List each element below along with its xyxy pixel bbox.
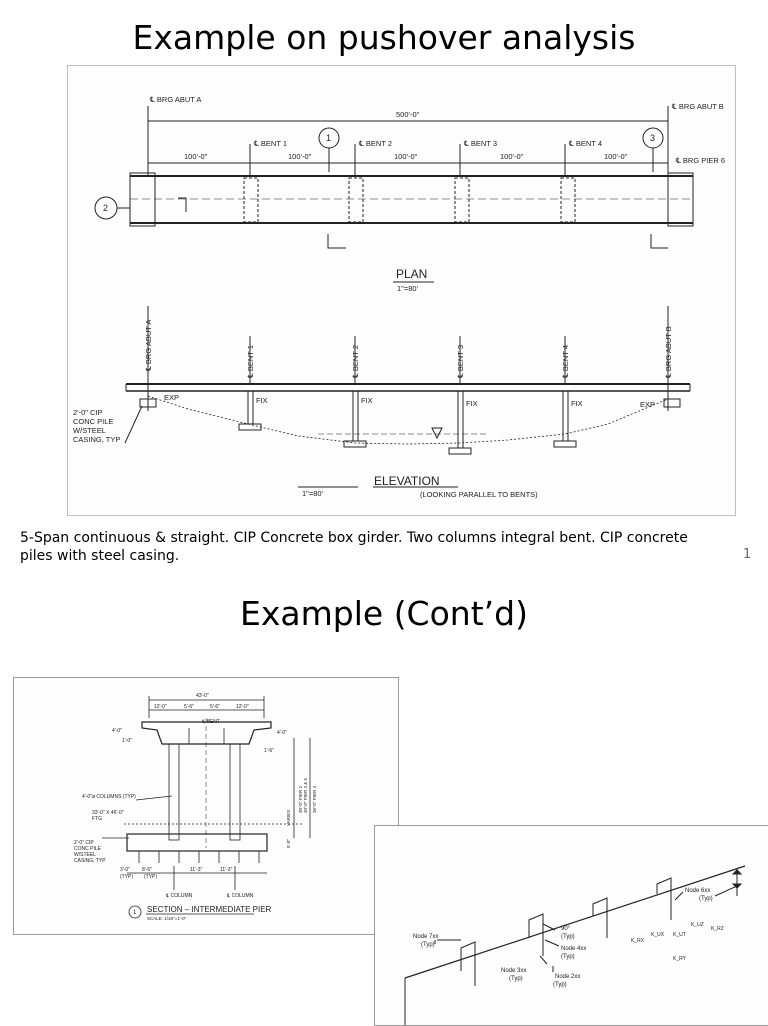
bent-label: ℄ BENT 2 [358,139,392,148]
node-3-label: Node 3xx [501,968,526,974]
section-title: SECTION – INTERMEDIATE PIER [147,905,272,914]
plan-title: PLAN [396,267,427,281]
analytical-model-svg: Node 7xx (Typ) Node 3xx (Typ) Node 2xx (… [404,865,746,1025]
spring-label: K_RZ [711,926,724,932]
plan-scale: 1"=80' [397,284,419,293]
vertical-dim: 40'-0" PIER 3 & 5 [303,778,308,813]
angle-typ: (Typ) [561,934,575,940]
section-marker: 2 [103,203,108,213]
elev-vertical-label: ℄ BENT 2 [351,345,360,379]
fix-label: FIX [571,399,583,408]
elevation-looking-note: (LOOKING PARALLEL TO BENTS) [420,490,538,499]
exp-label: EXP [640,400,655,409]
ftg-note-line: FTG [92,816,102,822]
intermediate-pier-section-drawing: 43'-0" 12'-0" 5'-6" 5'-6" 12'-0" ℄ BENT … [13,677,399,935]
column-note: 4'-0"ø COLUMNS (TYP) [82,794,136,800]
node-3-typ: (Typ) [509,976,523,982]
slide-caption: 5-Span continuous & straight. CIP Concre… [20,530,688,564]
vertical-dim: 30'-0" PIER 2 [298,786,303,813]
ftg-note-line: 33'-0" X 46'-0" [92,810,124,816]
node-4-label: Node 4xx [561,946,586,952]
plan-elevation-drawing: ℄ BRG ABUT A ℄ BRG ABUT B ℄ BRG PIER 6 5… [67,65,736,516]
bottom-dim: 3'-0" [120,867,130,873]
fix-label: FIX [466,399,478,408]
brg-abut-a-label: ℄ BRG ABUT A [149,95,201,104]
deck-dim: 5'-6" [184,704,194,710]
fix-label: FIX [256,396,268,405]
pile-note-line: CONC PILE [74,846,102,852]
elevation-scale: 1"=80' [302,489,324,498]
pile-note-line: CASING, TYP [74,858,106,864]
section-marker: 1 [326,133,331,143]
elevation-title: ELEVATION [374,474,440,488]
elev-vertical-label: ℄ BENT 1 [246,345,255,379]
span-dim: 100'-0" [288,152,312,161]
analytical-model-drawing: Node 7xx (Typ) Node 3xx (Typ) Node 2xx (… [374,825,768,1026]
pile-note-line: W/STEEL [74,852,96,858]
pile-note-line: 2'-0" CIP [74,840,94,846]
pier-section-svg: 43'-0" 12'-0" 5'-6" 5'-6" 12'-0" ℄ BENT … [74,693,317,921]
overall-width-dim: 43'-0" [196,693,209,699]
right-dim: 4'-0" [277,730,287,736]
ftg-depth-dim: 5'-0" [286,839,291,848]
node-7-label: Node 7xx [413,934,438,940]
left-dim: 1'-0" [122,738,132,744]
brg-pier-6-label: ℄ BRG PIER 6 [675,156,725,165]
deck-dim: 12'-0" [154,704,167,710]
fix-label: FIX [361,396,373,405]
span-dim: 100'-0" [184,152,208,161]
angle-label: 90° [561,926,571,932]
bottom-dim: 8'-6" [142,867,152,873]
plan-elevation-svg: ℄ BRG ABUT A ℄ BRG ABUT B ℄ BRG PIER 6 5… [73,95,725,499]
bottom-dim: 11'-3" [190,867,203,873]
varies-label: VARIES [286,810,291,826]
spring-label: K_RX [631,938,645,944]
slide-title: Example (Cont’d) [240,594,528,633]
node-7-typ: (Typ) [421,942,435,948]
span-dim: 100'-0" [394,152,418,161]
elev-vertical-label: ℄ BENT 3 [456,345,465,379]
elev-vertical-label: ℄ BENT 4 [561,345,570,379]
node-2-label: Node 2xx [555,974,580,980]
spring-label: K_RY [673,956,687,962]
pile-note-line: CONC PILE [73,417,113,426]
deck-dim: 5'-6" [210,704,220,710]
spring-label: K_UT [673,932,686,938]
typ-label: (TYP) [120,874,133,880]
elev-vertical-label: ℄ BRG ABUT B [664,326,673,379]
page-number: 1 [743,547,752,562]
bent-label: ℄ BENT [201,719,220,725]
bottom-dim: 11'-3" [220,867,233,873]
vertical-dim: 36'-0" PIER 4 [312,786,317,813]
deck-dim: 12'-0" [236,704,249,710]
pile-note-line: CASING, TYP [73,435,120,444]
column-label: ℄ COLUMN [165,893,193,899]
pile-note-line: W/STEEL [73,426,106,435]
slide-title: Example on pushover analysis [132,18,636,57]
total-length-dim: 500'-0" [396,110,420,119]
bent-label: ℄ BENT 1 [253,139,287,148]
span-dim: 100'-0" [500,152,524,161]
typ-label: (TYP) [144,874,157,880]
left-dim: 4'-0" [112,728,122,734]
right-dim: 1'-6" [264,748,274,754]
exp-label: EXP [164,393,179,402]
node-6-label: Node 6xx [685,888,710,894]
bent-label: ℄ BENT 3 [463,139,497,148]
node-2-typ: (Typ) [553,982,567,988]
node-4-typ: (Typ) [561,954,575,960]
column-label: ℄ COLUMN [226,893,254,899]
pile-note-line: 2'-0" CIP [73,408,103,417]
bent-label: ℄ BENT 4 [568,139,602,148]
brg-abut-b-label: ℄ BRG ABUT B [671,102,724,111]
spring-label: K_UX [651,932,665,938]
section-scale: SCALE: 1/16"=1'-0" [147,916,187,921]
span-dim: 100'-0" [604,152,628,161]
section-marker: 1 [133,910,137,916]
node-6-typ: (Typ) [699,896,713,902]
elev-vertical-label: ℄ BRG ABUT A [144,320,153,372]
spring-label: K_UZ [691,922,704,928]
section-marker: 3 [650,133,655,143]
